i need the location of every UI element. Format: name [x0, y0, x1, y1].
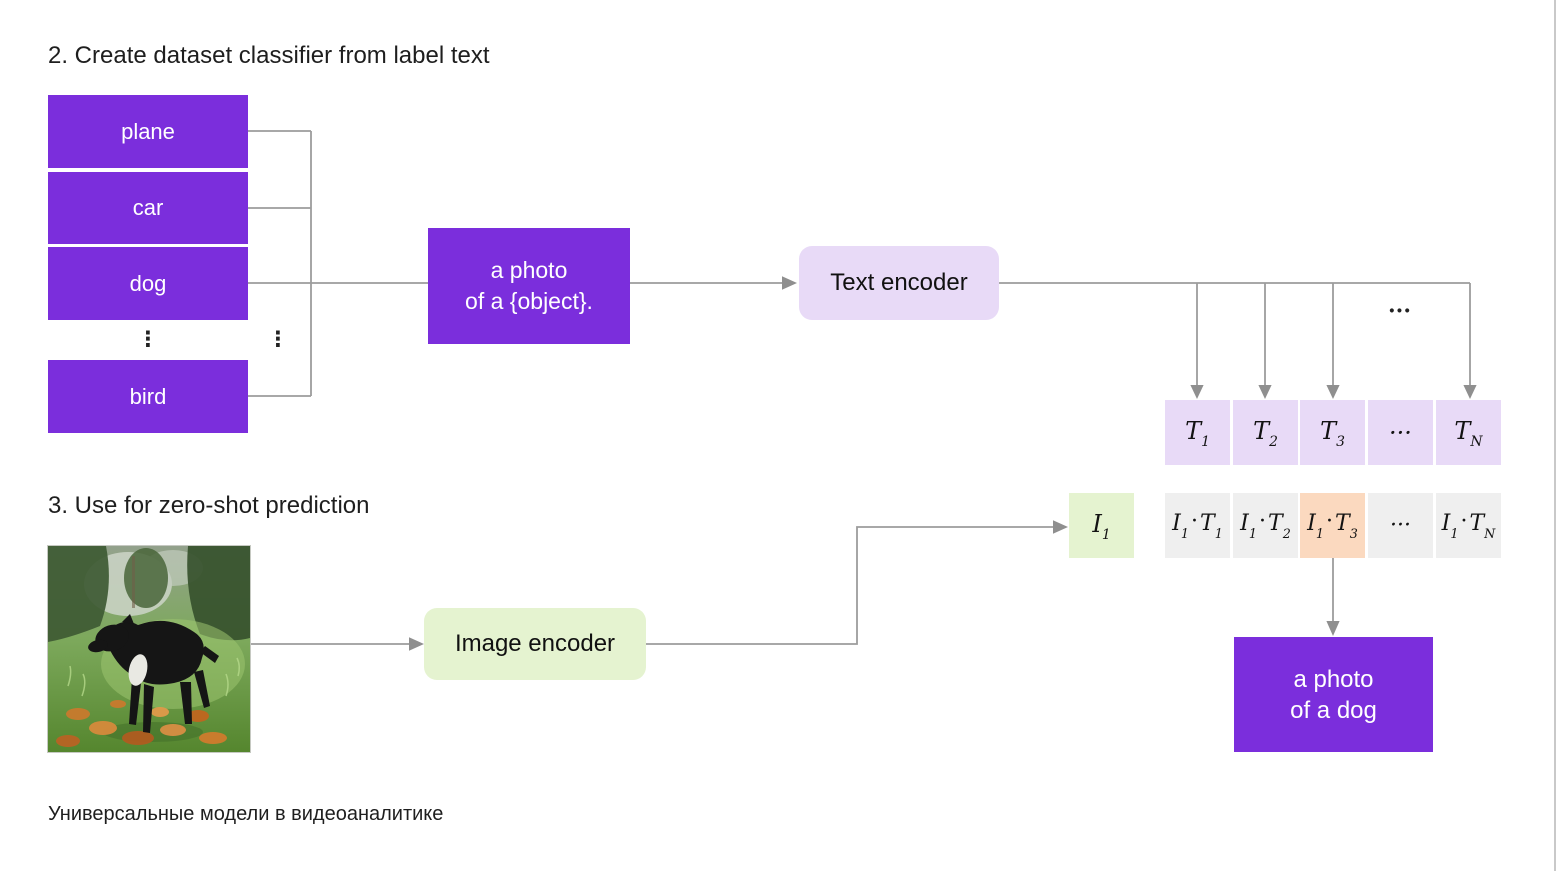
i1t3-cell: I1·T3	[1300, 493, 1365, 558]
section3-title: 3. Use for zero-shot prediction	[48, 492, 370, 519]
i1t1-cell: I1·T1	[1165, 493, 1230, 558]
prediction-line2: of a dog	[1290, 696, 1377, 724]
label-box-bird: bird	[48, 360, 248, 433]
i1t2-cell: I1·T2	[1233, 493, 1298, 558]
label-box-car: car	[48, 172, 248, 244]
prompt-line1: a photo	[490, 257, 568, 283]
prediction-box: a photo of a dog	[1234, 637, 1433, 752]
slide-caption: Универсальные модели в видеоаналитике	[48, 803, 444, 825]
t-ellipsis-cell: ···	[1368, 400, 1433, 465]
prediction-line1: a photo	[1293, 665, 1374, 693]
slide-right-border	[1554, 0, 1556, 871]
label-column-ellipsis: ⋮	[137, 327, 159, 351]
dog-photo-art	[48, 546, 250, 752]
label-box-dog: dog	[48, 247, 248, 320]
connector-column-ellipsis: ⋮	[267, 327, 289, 351]
i1tn-cell: I1·TN	[1436, 493, 1501, 558]
prompt-line2: of a {object}.	[465, 288, 593, 314]
label-box-plane: plane	[48, 95, 248, 168]
t2-cell: T2	[1233, 400, 1298, 465]
text-encoder-box: Text encoder	[799, 246, 999, 320]
tn-cell: TN	[1436, 400, 1501, 465]
matrix-ellipsis-cell: ···	[1368, 493, 1433, 558]
dog-photo	[47, 545, 251, 753]
section2-title: 2. Create dataset classifier from label …	[48, 42, 490, 69]
prompt-template-box: a photo of a {object}.	[428, 228, 630, 344]
i1-cell: I1	[1069, 493, 1134, 558]
image-encoder-box: Image encoder	[424, 608, 646, 680]
t3-cell: T3	[1300, 400, 1365, 465]
t1-cell: T1	[1165, 400, 1230, 465]
tn-ellipsis: ···	[1388, 298, 1411, 324]
